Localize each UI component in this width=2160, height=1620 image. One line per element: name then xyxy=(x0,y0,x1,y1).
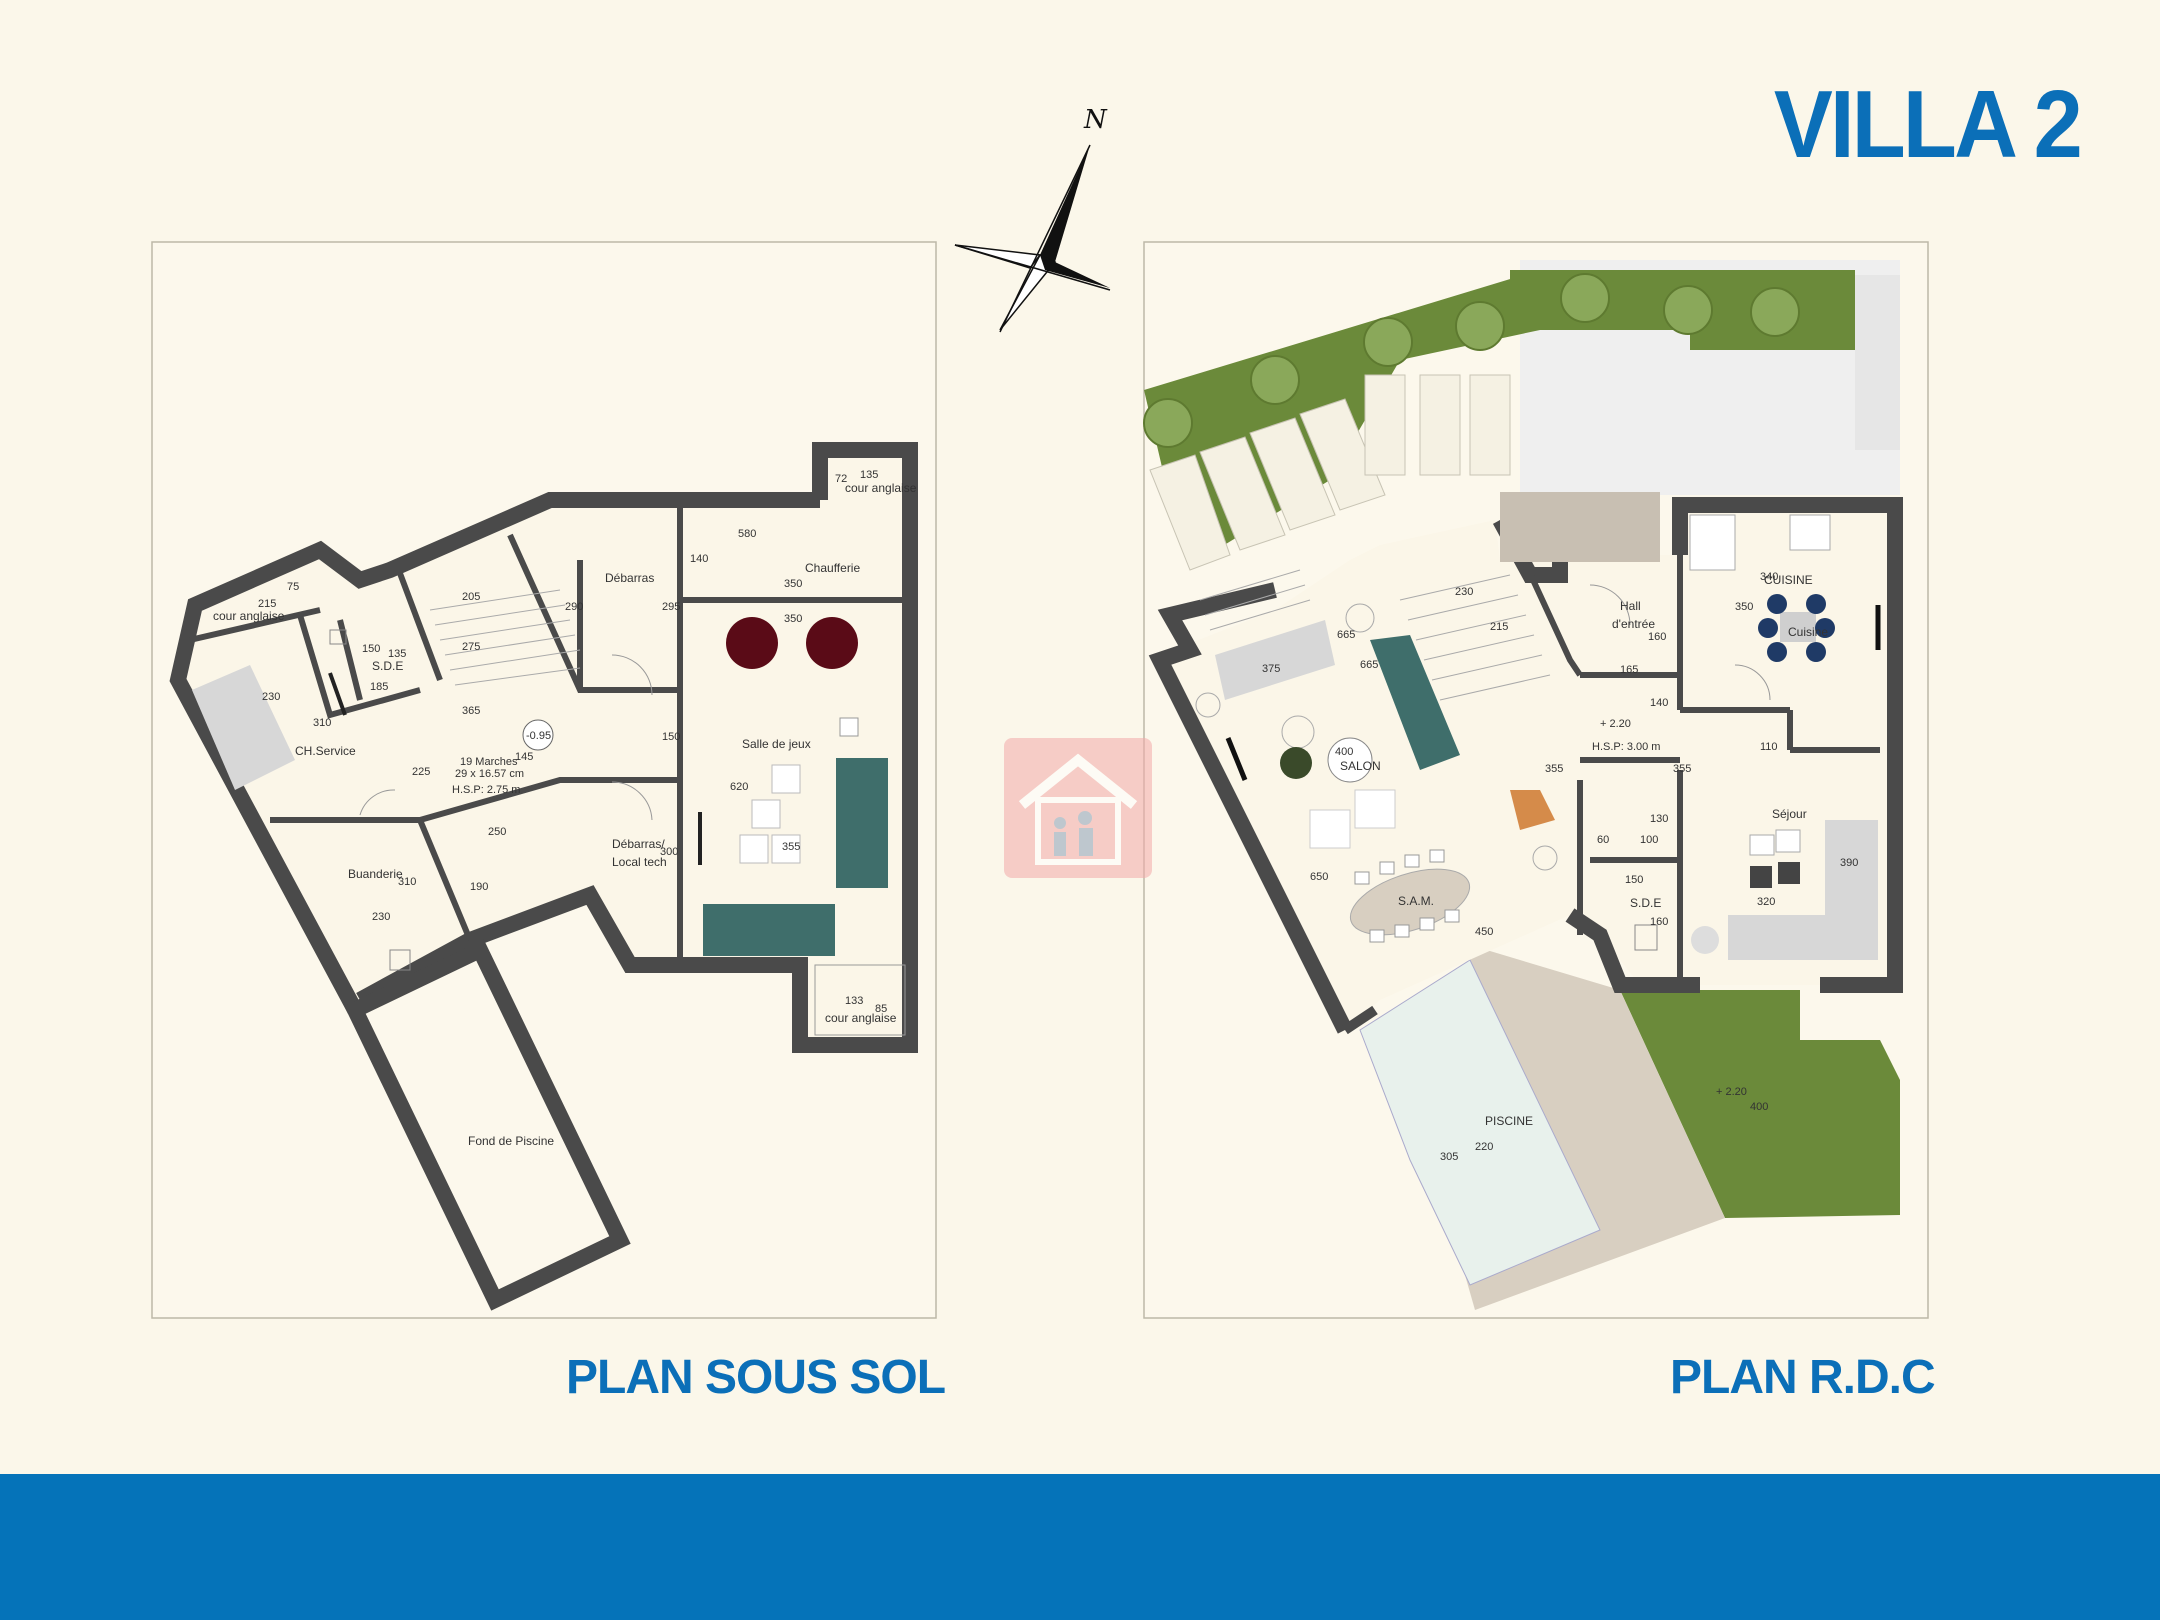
dim-sous-sol: 185 xyxy=(370,681,388,693)
dim-sous-sol: 150 xyxy=(662,731,680,743)
dim-rdc: 355 xyxy=(1545,763,1563,775)
room-sde: S.D.E xyxy=(372,659,403,673)
dim-rdc: 140 xyxy=(1650,697,1668,709)
room-debarras-local-2: Local tech xyxy=(612,855,667,869)
dim-rdc: 160 xyxy=(1650,916,1668,928)
room-cuisine: Cuisine xyxy=(1788,625,1828,639)
plan-sous-sol: cour anglaise cour anglaise cour anglais… xyxy=(169,442,918,1311)
dim-sous-sol: 290 xyxy=(565,601,583,613)
room-sam: S.A.M. xyxy=(1398,894,1434,908)
dim-sous-sol: 300 xyxy=(660,846,678,858)
sous-sol-hsp: H.S.P: 2.75 m xyxy=(452,784,520,796)
dim-rdc: 320 xyxy=(1757,896,1775,908)
dim-sous-sol: 275 xyxy=(462,641,480,653)
dim-sous-sol: 190 xyxy=(470,881,488,893)
room-salon: SALON xyxy=(1340,759,1381,773)
room-salle-de-jeux: Salle de jeux xyxy=(742,737,811,751)
dim-rdc: 665 xyxy=(1337,629,1355,641)
dim-sous-sol: 230 xyxy=(372,911,390,923)
dim-sous-sol: 150 xyxy=(362,643,380,655)
dim-rdc: 165 xyxy=(1620,664,1638,676)
dim-sous-sol: 205 xyxy=(462,591,480,603)
dim-rdc: 215 xyxy=(1490,621,1508,633)
dim-sous-sol: 140 xyxy=(690,553,708,565)
dim-rdc: 650 xyxy=(1310,871,1328,883)
plan-sous-sol-title: PLAN SOUS SOL xyxy=(566,1351,946,1404)
sous-sol-level: -0.95 xyxy=(526,730,551,742)
dim-sous-sol: 350 xyxy=(784,578,802,590)
dim-rdc: 230 xyxy=(1455,586,1473,598)
dim-sous-sol: 135 xyxy=(388,648,406,660)
dim-sous-sol: 620 xyxy=(730,781,748,793)
dim-sous-sol: 135 xyxy=(860,469,878,481)
compass-north-label: N xyxy=(1083,105,1108,135)
dim-rdc: 60 xyxy=(1597,834,1609,846)
dim-sous-sol: 215 xyxy=(258,598,276,610)
dim-sous-sol: 295 xyxy=(662,601,680,613)
dim-sous-sol: 350 xyxy=(784,613,802,625)
dim-sous-sol: 310 xyxy=(313,717,331,729)
dim-rdc: 375 xyxy=(1262,663,1280,675)
dim-rdc: 350 xyxy=(1735,601,1753,613)
page-title: VILLA 2 xyxy=(1773,71,2083,178)
dim-sous-sol: 145 xyxy=(515,751,533,763)
stairs-count: 19 Marches xyxy=(460,756,518,768)
plan-rdc-title: PLAN R.D.C xyxy=(1670,1351,1936,1404)
dim-sous-sol: 225 xyxy=(412,766,430,778)
dim-rdc: 110 xyxy=(1760,741,1778,753)
room-cour-anglaise-top: cour anglaise xyxy=(845,481,917,495)
room-debarras-local-1: Débarras/ xyxy=(612,837,665,851)
room-ch-service: CH.Service xyxy=(295,744,356,758)
dim-sous-sol: 365 xyxy=(462,705,480,717)
room-cour-anglaise-left: cour anglaise xyxy=(213,609,285,623)
dim-rdc: 390 xyxy=(1840,857,1858,869)
dim-sous-sol: 72 xyxy=(835,473,847,485)
dim-sous-sol: 310 xyxy=(398,876,416,888)
dim-rdc: 665 xyxy=(1360,659,1378,671)
dim-sous-sol: 355 xyxy=(782,841,800,853)
room-piscine: PISCINE xyxy=(1485,1114,1533,1128)
dim-rdc: 450 xyxy=(1475,926,1493,938)
house-family-icon xyxy=(1004,738,1152,878)
dim-sous-sol: 250 xyxy=(488,826,506,838)
room-cuisine-upper: CUISINE xyxy=(1764,573,1813,587)
rdc-level: + 2.20 xyxy=(1600,718,1631,730)
dim-rdc: 220 xyxy=(1475,1141,1493,1153)
dim-sous-sol: 230 xyxy=(262,691,280,703)
stairs-size: 29 x 16.57 cm xyxy=(455,768,524,780)
dim-rdc: 305 xyxy=(1440,1151,1458,1163)
room-fond-piscine: Fond de Piscine xyxy=(468,1134,554,1148)
dim-sous-sol: 85 xyxy=(875,1003,887,1015)
footer-bar xyxy=(0,1474,2160,1620)
dim-rdc: 150 xyxy=(1625,874,1643,886)
dim-sous-sol: 75 xyxy=(287,581,299,593)
rdc-hsp: H.S.P: 3.00 m xyxy=(1592,741,1660,753)
room-cour-anglaise-bottom: cour anglaise xyxy=(825,1011,897,1025)
room-buanderie: Buanderie xyxy=(348,867,403,881)
dim-rdc: 400 xyxy=(1335,746,1353,758)
room-chaufferie: Chaufferie xyxy=(805,561,860,575)
dim-rdc: 100 xyxy=(1640,834,1658,846)
dim-rdc: 340 xyxy=(1760,571,1778,583)
room-hall-2: d'entrée xyxy=(1612,617,1655,631)
dim-rdc: 130 xyxy=(1650,813,1668,825)
garden-level: + 2.20 xyxy=(1716,1086,1747,1098)
dim-sous-sol: 580 xyxy=(738,528,756,540)
dim-rdc: 160 xyxy=(1648,631,1666,643)
dim-sous-sol: 133 xyxy=(845,995,863,1007)
dim-rdc: 400 xyxy=(1750,1101,1768,1113)
plan-rdc: Hall d'entrée CUISINE Cuisine SALON S.A.… xyxy=(1143,260,1903,1310)
room-sejour: Séjour xyxy=(1772,807,1807,821)
room-hall-1: Hall xyxy=(1620,599,1641,613)
compass-rose-icon: N xyxy=(954,105,1111,333)
dim-rdc: 355 xyxy=(1673,763,1691,775)
room-debarras: Débarras xyxy=(605,571,654,585)
room-sde-rdc: S.D.E xyxy=(1630,896,1661,910)
